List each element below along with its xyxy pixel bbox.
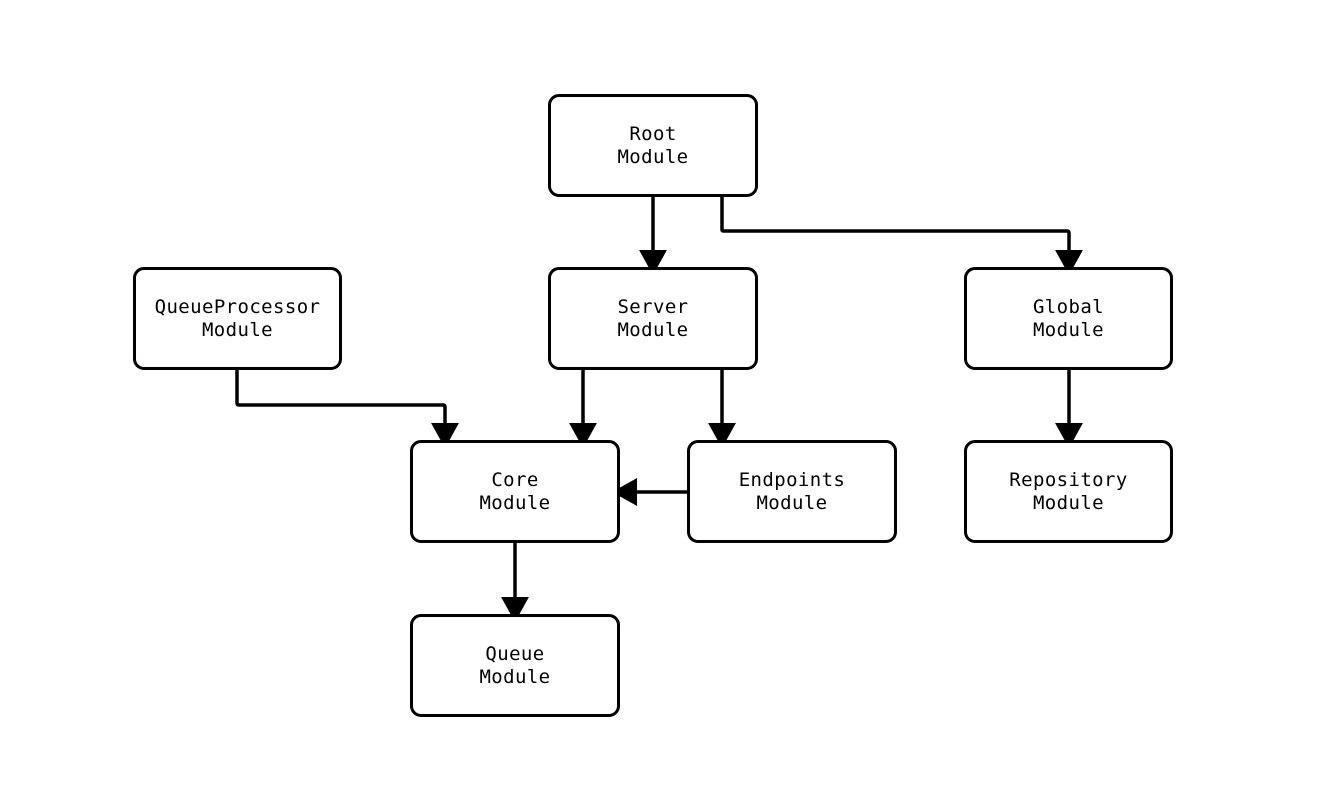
node-core-module[interactable]: Core Module [410, 440, 620, 543]
node-label-line1: QueueProcessor [154, 295, 321, 318]
edge-queueprocessor-to-core [235, 370, 459, 449]
node-queue-module[interactable]: Queue Module [410, 614, 620, 717]
node-server-module[interactable]: Server Module [548, 267, 758, 370]
node-label-line1: Repository [1009, 468, 1128, 491]
node-label-line2: Module [1032, 318, 1105, 341]
edge-root-to-global [720, 197, 1083, 276]
node-label-line1: Endpoints [738, 468, 846, 491]
node-label-line1: Server [617, 295, 689, 318]
node-label-line2: Module [756, 491, 828, 514]
node-queueprocessor-module[interactable]: QueueProcessor Module [133, 267, 342, 370]
node-label-line2: Module [201, 318, 274, 341]
node-repository-module[interactable]: Repository Module [964, 440, 1173, 543]
node-label-line1: Queue [485, 642, 545, 665]
node-label-line2: Module [1032, 491, 1105, 514]
node-global-module[interactable]: Global Module [964, 267, 1173, 370]
node-label-line2: Module [479, 491, 551, 514]
node-label-line1: Core [491, 468, 539, 491]
node-label-line2: Module [617, 145, 689, 168]
node-label-line1: Global [1032, 295, 1105, 318]
node-root-module[interactable]: Root Module [548, 94, 758, 197]
node-label-line2: Module [479, 665, 551, 688]
node-label-line1: Root [629, 122, 677, 145]
node-endpoints-module[interactable]: Endpoints Module [687, 440, 897, 543]
node-label-line2: Module [617, 318, 689, 341]
